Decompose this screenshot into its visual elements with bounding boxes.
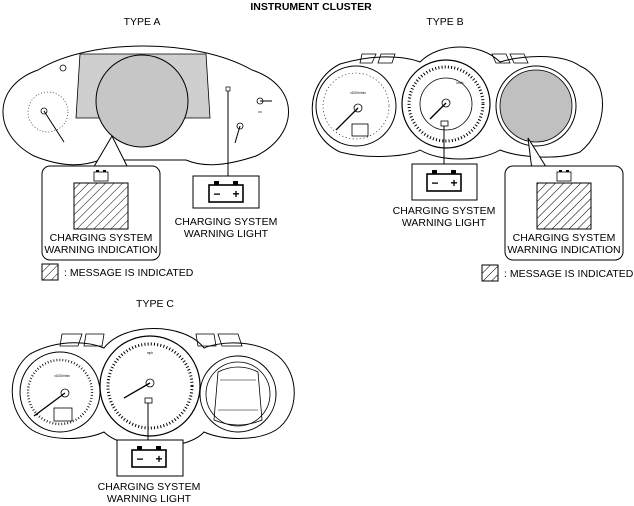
type-a-cluster: TYPE A (2, 16, 289, 281)
type-a-left-gauge (27, 91, 69, 133)
type-c-left-gauge-needle (33, 388, 70, 417)
type-c-heading: TYPE C (136, 298, 174, 310)
type-c-light-box (116, 439, 184, 477)
type-a-display-highlight (95, 54, 189, 148)
diagram-title: INSTRUMENT CLUSTER (250, 1, 372, 13)
type-a-cluster-outline (2, 45, 289, 166)
type-b-center-gauge-needle (429, 98, 451, 120)
type-b-cluster: TYPE B x1000r/min km/h (311, 16, 634, 282)
type-a-indication-battery-icon (93, 170, 109, 182)
type-b-heading: TYPE B (426, 16, 463, 28)
type-b-callout-wedge (527, 137, 549, 171)
type-c-left-gauge-unit: x1000r/min (54, 374, 70, 378)
type-c-center-gauge-unit: mph (147, 351, 153, 355)
type-c-cluster-outline (11, 328, 295, 448)
type-a-indication-label-line2: WARNING INDICATION (44, 244, 157, 256)
type-c-light-label-line2: WARNING LIGHT (107, 493, 192, 505)
type-b-legend-hatch (481, 264, 499, 282)
type-b-screen-highlight (499, 69, 573, 143)
type-b-left-gauge (315, 65, 397, 147)
type-c-screen-inner (213, 366, 263, 426)
type-a-battery-icon: − + (208, 181, 244, 203)
type-a-indication-hatch (73, 182, 129, 230)
type-b-indication-hatch (536, 182, 592, 230)
svg-text:+: + (450, 176, 457, 190)
type-c-top-bezels (59, 333, 243, 347)
type-c-right-screen (199, 355, 277, 433)
type-c-left-gauge (19, 351, 101, 433)
type-b-left-gauge-display (351, 123, 369, 137)
type-a-indication-label-line1: CHARGING SYSTEM (50, 232, 153, 244)
svg-text:−: − (213, 187, 220, 201)
svg-text:+: + (155, 452, 162, 466)
type-b-left-gauge-needle (335, 103, 363, 131)
type-a-light-label-line1: CHARGING SYSTEM (175, 216, 278, 228)
type-a-light-label-line2: WARNING LIGHT (184, 228, 269, 240)
type-a-legend-hatch (41, 263, 59, 281)
type-b-cluster-outline (311, 46, 603, 160)
type-c-cluster: TYPE C x1000r/min mph (11, 298, 295, 505)
type-b-left-gauge-unit: x1000r/min (350, 91, 366, 95)
svg-text:+: + (232, 187, 239, 201)
type-b-warning-lamp (440, 120, 449, 127)
svg-text:−: − (431, 176, 438, 190)
type-a-left-gauge-needle (40, 107, 65, 143)
type-b-top-bezels (359, 53, 529, 64)
type-b-indication-battery-icon (556, 170, 572, 182)
type-a-indicator-dot (59, 64, 67, 72)
type-c-center-gauge (99, 335, 201, 437)
type-a-right-gauges (225, 86, 272, 144)
type-b-battery-icon: − + (426, 170, 462, 192)
type-b-indication-label-line2: WARNING INDICATION (507, 244, 620, 256)
type-b-center-gauge (401, 59, 491, 149)
type-c-center-gauge-needle (123, 378, 155, 399)
type-c-light-label-line1: CHARGING SYSTEM (98, 481, 201, 493)
type-b-indication-label-line1: CHARGING SYSTEM (513, 232, 616, 244)
type-b-center-gauge-unit: km/h (457, 81, 464, 85)
type-c-battery-icon: − + (131, 446, 167, 468)
type-a-legend-text: : MESSAGE IS INDICATED (64, 267, 194, 279)
type-c-warning-lamp (144, 397, 153, 404)
type-b-legend-text: : MESSAGE IS INDICATED (504, 268, 634, 280)
type-a-heading: TYPE A (124, 16, 161, 28)
type-b-light-label-line2: WARNING LIGHT (402, 217, 487, 229)
type-b-light-label-line1: CHARGING SYSTEM (393, 205, 496, 217)
type-b-screen-outer (495, 65, 577, 147)
type-c-left-gauge-display (53, 407, 73, 422)
svg-text:−: − (136, 452, 143, 466)
